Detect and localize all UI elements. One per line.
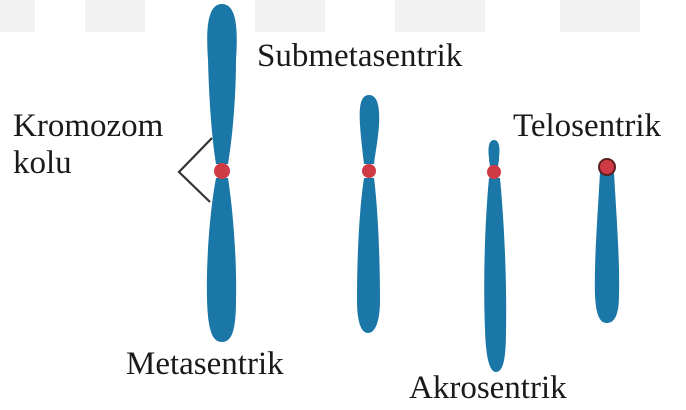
centromere <box>362 164 376 178</box>
watermark-stripe <box>0 0 35 32</box>
background-watermark <box>0 0 640 32</box>
submetacentric-chromosome <box>357 95 380 333</box>
watermark-stripe <box>395 0 485 32</box>
chromatid-upper-arm <box>207 4 237 164</box>
watermark-stripe <box>560 0 640 32</box>
metacentric-chromosome <box>207 4 237 342</box>
label-telocentric: Telosentrik <box>513 110 661 143</box>
centromere <box>599 159 615 175</box>
chromatid-upper-arm <box>489 140 500 166</box>
watermark-stripe <box>255 0 325 32</box>
label-metacentric: Metasentrik <box>126 348 284 381</box>
centromere <box>214 163 230 179</box>
chromatid-lower-arm <box>357 178 380 333</box>
chromatid-arm <box>595 172 619 323</box>
label-chromosome-arm-line1: Kromozom <box>13 110 163 143</box>
label-acrocentric: Akrosentrik <box>409 372 567 405</box>
telocentric-chromosome <box>595 159 619 323</box>
chromatid-lower-arm <box>207 178 236 342</box>
chromatid-lower-arm <box>484 178 506 372</box>
chromosome-arm-pointer <box>179 138 212 202</box>
centromere <box>487 165 501 179</box>
chromatid-upper-arm <box>360 95 380 164</box>
watermark-stripe <box>85 0 145 32</box>
label-chromosome-arm-line2: kolu <box>13 147 72 180</box>
label-submetacentric: Submetasentrik <box>257 40 462 73</box>
acrocentric-chromosome <box>484 140 506 372</box>
